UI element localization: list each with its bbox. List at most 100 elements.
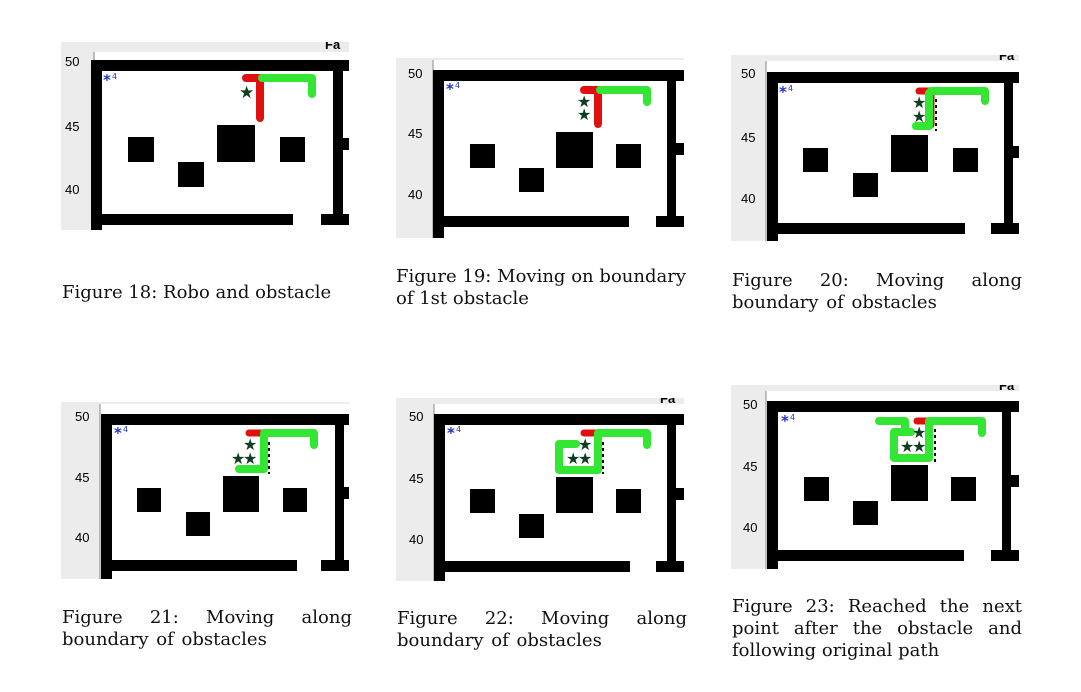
star-marker: ★	[578, 435, 592, 454]
obstacle	[217, 125, 255, 162]
figure-22-plot: Fa 50 45 40 * 4 ★ ★ ★	[396, 398, 684, 581]
obstacle	[556, 132, 593, 168]
star-marker: ★	[912, 423, 926, 442]
star-marker: ★	[578, 449, 592, 468]
obstacle	[953, 148, 978, 172]
y-tick-40: 40	[409, 532, 423, 547]
start-point-label: 4	[112, 72, 117, 81]
obstacles	[137, 476, 307, 536]
obstacles	[470, 132, 641, 192]
obstacle	[891, 465, 928, 501]
y-tick-50: 50	[65, 54, 79, 69]
obstacle	[137, 488, 161, 512]
obstacle	[178, 162, 204, 187]
y-tick-40: 40	[408, 187, 422, 202]
obstacle	[223, 476, 259, 512]
obstacle	[470, 489, 495, 513]
y-tick-50: 50	[743, 397, 757, 412]
obstacle	[853, 501, 878, 525]
y-tick-40: 40	[75, 530, 89, 545]
y-tick-45: 45	[75, 470, 89, 485]
boundary-walls	[101, 414, 349, 579]
boundary-walls	[767, 72, 1019, 241]
y-tick-50: 50	[408, 66, 422, 81]
start-point-marker: *	[103, 71, 111, 89]
planned-path	[235, 429, 318, 473]
obstacle	[616, 489, 641, 513]
figure-21-plot: 50 45 40 * 4 ★ ★ ★	[61, 402, 349, 579]
star-marker: ★	[900, 437, 914, 456]
star-marker: ★	[243, 449, 257, 468]
start-point-marker: *	[447, 424, 455, 442]
obstacle	[128, 137, 154, 162]
start-point-marker: *	[779, 83, 787, 101]
planned-path	[596, 86, 651, 106]
figure-23-plot: Fa 50 45 40 * 4 ★ ★ ★	[731, 385, 1019, 569]
star-marker: ★	[577, 92, 591, 111]
boundary-walls	[433, 70, 684, 238]
start-point-label: 4	[456, 425, 461, 434]
figure-21-caption: Figure 21: Moving along boundary of obst…	[62, 607, 352, 650]
planned-path	[258, 74, 316, 98]
obstacles	[804, 465, 976, 525]
obstacle	[951, 477, 976, 501]
planned-path	[555, 429, 651, 474]
figure-20-caption: Figure 20: Moving along boundary of obst…	[732, 270, 1022, 313]
y-tick-45: 45	[65, 119, 79, 134]
obstacle	[186, 512, 210, 536]
star-marker: ★	[231, 449, 245, 468]
y-tick-50: 50	[741, 66, 755, 81]
plot-title-fragment: Fa	[999, 55, 1015, 63]
boundary-walls	[91, 60, 349, 230]
figure-23-caption: Figure 23: Reached the next point after …	[732, 596, 1022, 661]
obstacle	[556, 477, 593, 513]
obstacle	[470, 144, 495, 168]
obstacle	[519, 168, 544, 192]
planned-path	[875, 417, 986, 462]
start-point-label: 4	[788, 84, 793, 93]
y-tick-50: 50	[75, 409, 89, 424]
boundary-walls	[767, 401, 1019, 569]
obstacle	[616, 144, 641, 168]
figure-19-caption: Figure 19: Moving on boundary of 1st obs…	[396, 266, 686, 309]
figure-18-caption: Figure 18: Robo and obstacle	[62, 282, 332, 303]
obstacle	[803, 148, 828, 172]
obstacles	[803, 135, 978, 197]
boundary-walls	[434, 414, 684, 581]
planned-path	[912, 87, 989, 130]
y-tick-45: 45	[741, 130, 755, 145]
robot-trail	[242, 74, 264, 122]
star-marker: ★	[239, 83, 254, 103]
obstacle	[283, 488, 307, 512]
figure-18-plot: Fa 50 45 40 * 4 ★	[61, 42, 349, 230]
start-point-marker: *	[114, 424, 122, 442]
start-point-label: 4	[790, 413, 795, 422]
figure-22-caption: Figure 22: Moving along boundary of obst…	[397, 608, 687, 651]
obstacles	[470, 477, 641, 538]
start-point-marker: *	[446, 80, 454, 98]
start-point-marker: *	[781, 412, 789, 430]
start-point-label: 4	[455, 81, 460, 90]
y-tick-40: 40	[743, 520, 757, 535]
star-marker: ★	[912, 93, 926, 112]
obstacle	[519, 514, 544, 538]
figure-20-plot: Fa 50 45 40 * 4 ★ ★	[731, 55, 1019, 241]
obstacle	[853, 173, 878, 197]
y-tick-45: 45	[743, 459, 757, 474]
start-point-label: 4	[123, 425, 128, 434]
y-tick-40: 40	[65, 182, 79, 197]
y-tick-45: 45	[409, 471, 423, 486]
obstacle	[280, 137, 305, 162]
star-marker: ★	[243, 435, 257, 454]
plot-title-fragment: Fa	[999, 385, 1015, 393]
star-marker: ★	[577, 105, 591, 124]
obstacle	[804, 477, 829, 501]
star-marker: ★	[566, 449, 580, 468]
robot-trail	[580, 86, 602, 128]
obstacles	[128, 125, 305, 187]
figure-19-plot: 50 45 40 * 4 ★ ★	[396, 58, 684, 238]
star-marker: ★	[912, 437, 926, 456]
y-tick-40: 40	[741, 191, 755, 206]
star-marker: ★	[912, 107, 926, 126]
y-tick-45: 45	[408, 126, 422, 141]
